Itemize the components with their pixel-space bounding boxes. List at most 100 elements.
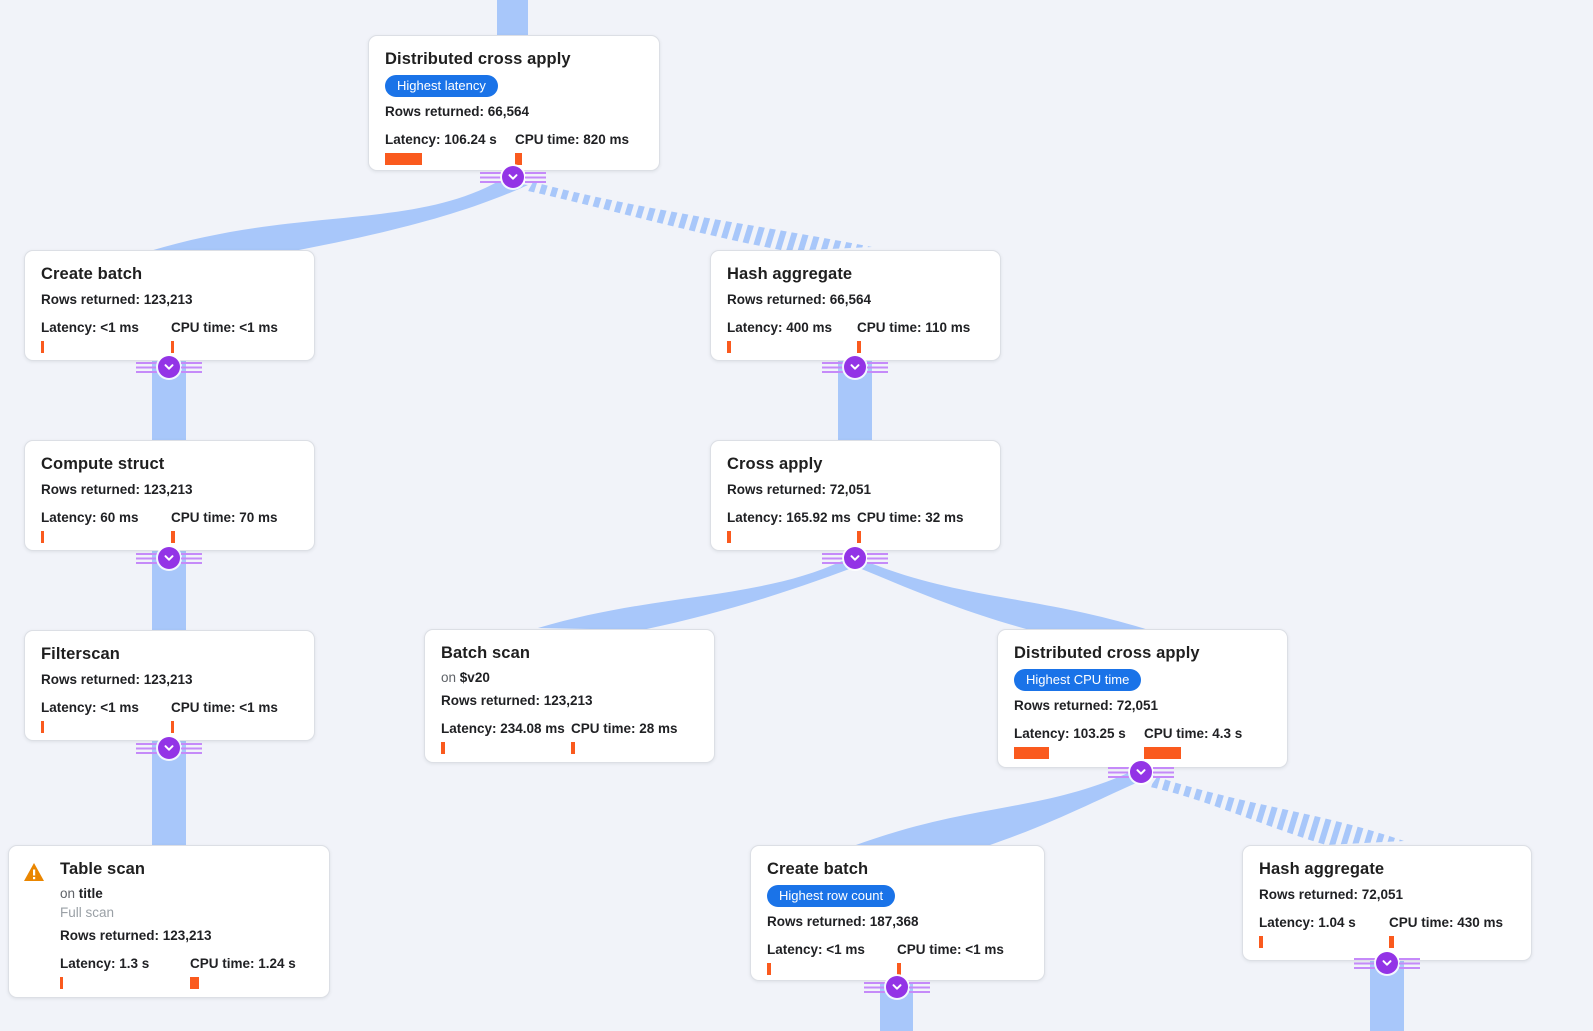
stripes-left — [136, 742, 157, 754]
stripes-right — [1153, 766, 1174, 778]
stripes-left — [822, 552, 843, 564]
plan-node-distributed-cross-apply-1[interactable]: Distributed cross apply Highest latency … — [368, 35, 660, 171]
cpu-time-label: CPU time: 430 ms — [1389, 915, 1504, 930]
stripes-left — [864, 981, 885, 993]
rows-returned: Rows returned: 123,213 — [41, 482, 193, 497]
cpu-time-bar — [190, 977, 199, 989]
cpu-time-bar — [171, 341, 174, 353]
collapse-toggle-dca2[interactable] — [1108, 761, 1174, 783]
latency-bar — [441, 742, 445, 754]
latency-label: Latency: 103.25 s — [1014, 726, 1126, 741]
latency-bar — [41, 531, 44, 543]
chevron-down-icon — [844, 356, 866, 378]
node-title: Create batch — [767, 860, 869, 878]
plan-node-hash-aggregate-1[interactable]: Hash aggregate Rows returned: 66,564 Lat… — [710, 250, 1001, 361]
cpu-time-bar — [515, 153, 522, 165]
cpu-time-label: CPU time: 28 ms — [571, 721, 678, 736]
edge-dca2-createbatch2 — [856, 773, 1155, 845]
stripes-left — [1354, 957, 1375, 969]
metrics: Latency: 103.25 s CPU time: 4.3 s — [1014, 726, 1271, 759]
cpu-time-label: CPU time: <1 ms — [171, 320, 278, 335]
collapse-toggle-createbatch1[interactable] — [136, 356, 202, 378]
node-title: Cross apply — [727, 455, 823, 473]
stripes-right — [181, 361, 202, 373]
plan-node-filterscan[interactable]: Filterscan Rows returned: 123,213 Latenc… — [24, 630, 315, 741]
cpu-time-label: CPU time: <1 ms — [171, 700, 278, 715]
collapse-toggle-crossapply[interactable] — [822, 547, 888, 569]
plan-node-distributed-cross-apply-2[interactable]: Distributed cross apply Highest CPU time… — [997, 629, 1288, 768]
latency-label: Latency: 106.24 s — [385, 132, 497, 147]
latency-bar — [727, 531, 731, 543]
cpu-time-bar — [1389, 936, 1394, 948]
chevron-down-icon — [886, 976, 908, 998]
stripes-right — [525, 171, 546, 183]
edge-dca1-hashagg-striped — [528, 182, 872, 251]
plan-node-create-batch-2[interactable]: Create batch Highest row count Rows retu… — [750, 845, 1045, 981]
chevron-down-icon — [502, 166, 524, 188]
latency-label: Latency: 234.08 ms — [441, 721, 565, 736]
collapse-toggle-filterscan[interactable] — [136, 737, 202, 759]
latency-label: Latency: 1.3 s — [60, 956, 150, 971]
latency-bar — [385, 153, 422, 165]
stripes-left — [136, 552, 157, 564]
rows-returned: Rows returned: 72,051 — [727, 482, 872, 497]
metrics: Latency: 60 ms CPU time: 70 ms — [41, 510, 298, 543]
node-title: Filterscan — [41, 645, 120, 663]
node-title: Distributed cross apply — [1014, 644, 1200, 662]
metrics: Latency: <1 ms CPU time: <1 ms — [41, 320, 298, 353]
rows-returned: Rows returned: 123,213 — [60, 928, 212, 943]
edge-crossapply-batchscan — [538, 561, 868, 630]
cpu-time-bar — [171, 721, 174, 733]
highest-cpu-time-badge: Highest CPU time — [1014, 669, 1142, 691]
cpu-time-bar — [857, 341, 861, 353]
rows-returned: Rows returned: 123,213 — [41, 672, 193, 687]
collapse-toggle-hashagg1[interactable] — [822, 356, 888, 378]
node-title: Hash aggregate — [727, 265, 853, 283]
metrics: Latency: <1 ms CPU time: <1 ms — [41, 700, 298, 733]
stripes-right — [181, 742, 202, 754]
stripes-left — [1108, 766, 1129, 778]
cpu-time-label: CPU time: 32 ms — [857, 510, 964, 525]
collapse-toggle-createbatch2[interactable] — [864, 976, 930, 998]
highest-row-count-badge: Highest row count — [767, 885, 896, 907]
plan-node-hash-aggregate-2[interactable]: Hash aggregate Rows returned: 72,051 Lat… — [1242, 845, 1532, 961]
stripes-right — [181, 552, 202, 564]
plan-node-table-scan[interactable]: Table scan on title Full scan Rows retur… — [8, 845, 330, 998]
stripes-right — [867, 552, 888, 564]
cpu-time-label: CPU time: 70 ms — [171, 510, 278, 525]
cpu-time-bar — [1144, 747, 1181, 759]
cpu-time-bar — [857, 531, 861, 543]
edge-crossapply-dca2 — [842, 561, 1152, 631]
latency-bar — [727, 341, 731, 353]
scan-target: on title — [60, 886, 103, 901]
collapse-toggle-dca1[interactable] — [480, 166, 546, 188]
edge-root-in — [497, 0, 528, 37]
latency-label: Latency: 165.92 ms — [727, 510, 851, 525]
chevron-down-icon — [844, 547, 866, 569]
plan-node-cross-apply[interactable]: Cross apply Rows returned: 72,051 Latenc… — [710, 440, 1001, 551]
plan-node-create-batch-1[interactable]: Create batch Rows returned: 123,213 Late… — [24, 250, 315, 361]
collapse-toggle-hashagg2[interactable] — [1354, 952, 1420, 974]
plan-node-compute-struct[interactable]: Compute struct Rows returned: 123,213 La… — [24, 440, 315, 551]
edge-dca2-hashagg2-striped — [1150, 777, 1404, 845]
stripes-left — [480, 171, 501, 183]
metrics: Latency: 1.3 s CPU time: 1.24 s — [60, 956, 313, 989]
latency-label: Latency: 1.04 s — [1259, 915, 1356, 930]
plan-node-batch-scan[interactable]: Batch scan on $v20 Rows returned: 123,21… — [424, 629, 715, 763]
rows-returned: Rows returned: 187,368 — [767, 914, 919, 929]
cpu-time-label: CPU time: 820 ms — [515, 132, 630, 147]
latency-label: Latency: <1 ms — [41, 320, 139, 335]
stripes-right — [909, 981, 930, 993]
rows-returned: Rows returned: 123,213 — [441, 693, 593, 708]
metrics: Latency: 165.92 ms CPU time: 32 ms — [727, 510, 984, 543]
highest-latency-badge: Highest latency — [385, 75, 498, 97]
chevron-down-icon — [1376, 952, 1398, 974]
collapse-toggle-computestruct[interactable] — [136, 547, 202, 569]
stripes-left — [822, 361, 843, 373]
scan-target: on $v20 — [441, 670, 490, 685]
chevron-down-icon — [158, 737, 180, 759]
latency-bar — [60, 977, 63, 989]
latency-label: Latency: <1 ms — [767, 942, 865, 957]
cpu-time-bar — [897, 963, 901, 975]
